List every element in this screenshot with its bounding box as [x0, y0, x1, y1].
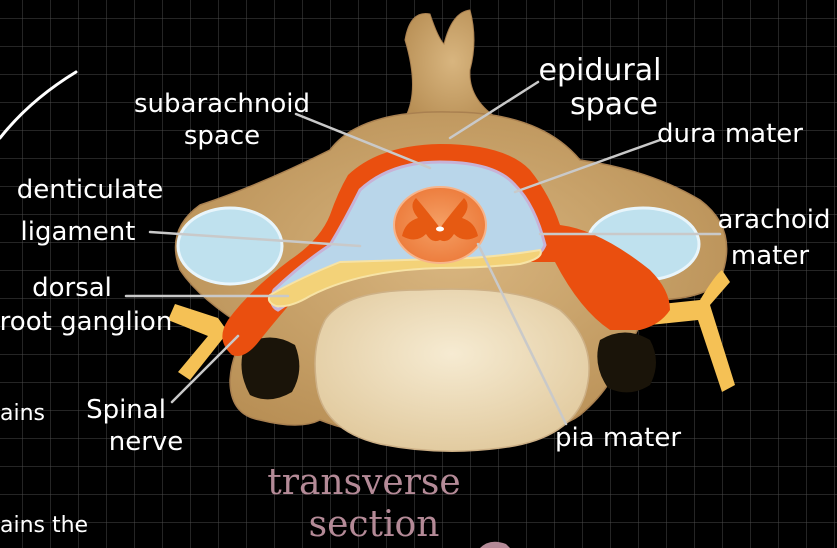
central-canal [436, 227, 444, 232]
title-line-2: section [309, 504, 440, 545]
label-root-ganglion: root ganglion [0, 307, 172, 337]
label-denticulate: denticulate [17, 175, 164, 205]
label-subarachnoid-2: space [184, 121, 260, 151]
label-nerve: nerve [109, 427, 184, 457]
label-dorsal: dorsal [32, 273, 112, 303]
label-subarachnoid: subarachnoid [134, 89, 310, 119]
side-text-1: ains [0, 401, 45, 426]
label-dura-mater: dura mater [657, 119, 803, 149]
label-arachnoid: arachoid [718, 205, 831, 235]
label-epidural: epidural [539, 53, 662, 88]
vertebral-body [315, 289, 589, 451]
label-pia-mater: pia mater [555, 423, 681, 453]
label-spinal: Spinal [86, 395, 166, 425]
side-text-2: ains the [0, 513, 88, 538]
title-line-1: transverse [267, 462, 460, 503]
label-denticulate-2: ligament [21, 217, 136, 247]
label-epidural-2: space [570, 87, 658, 122]
label-arachnoid-2: mater [731, 241, 809, 271]
left-facet [178, 208, 282, 284]
